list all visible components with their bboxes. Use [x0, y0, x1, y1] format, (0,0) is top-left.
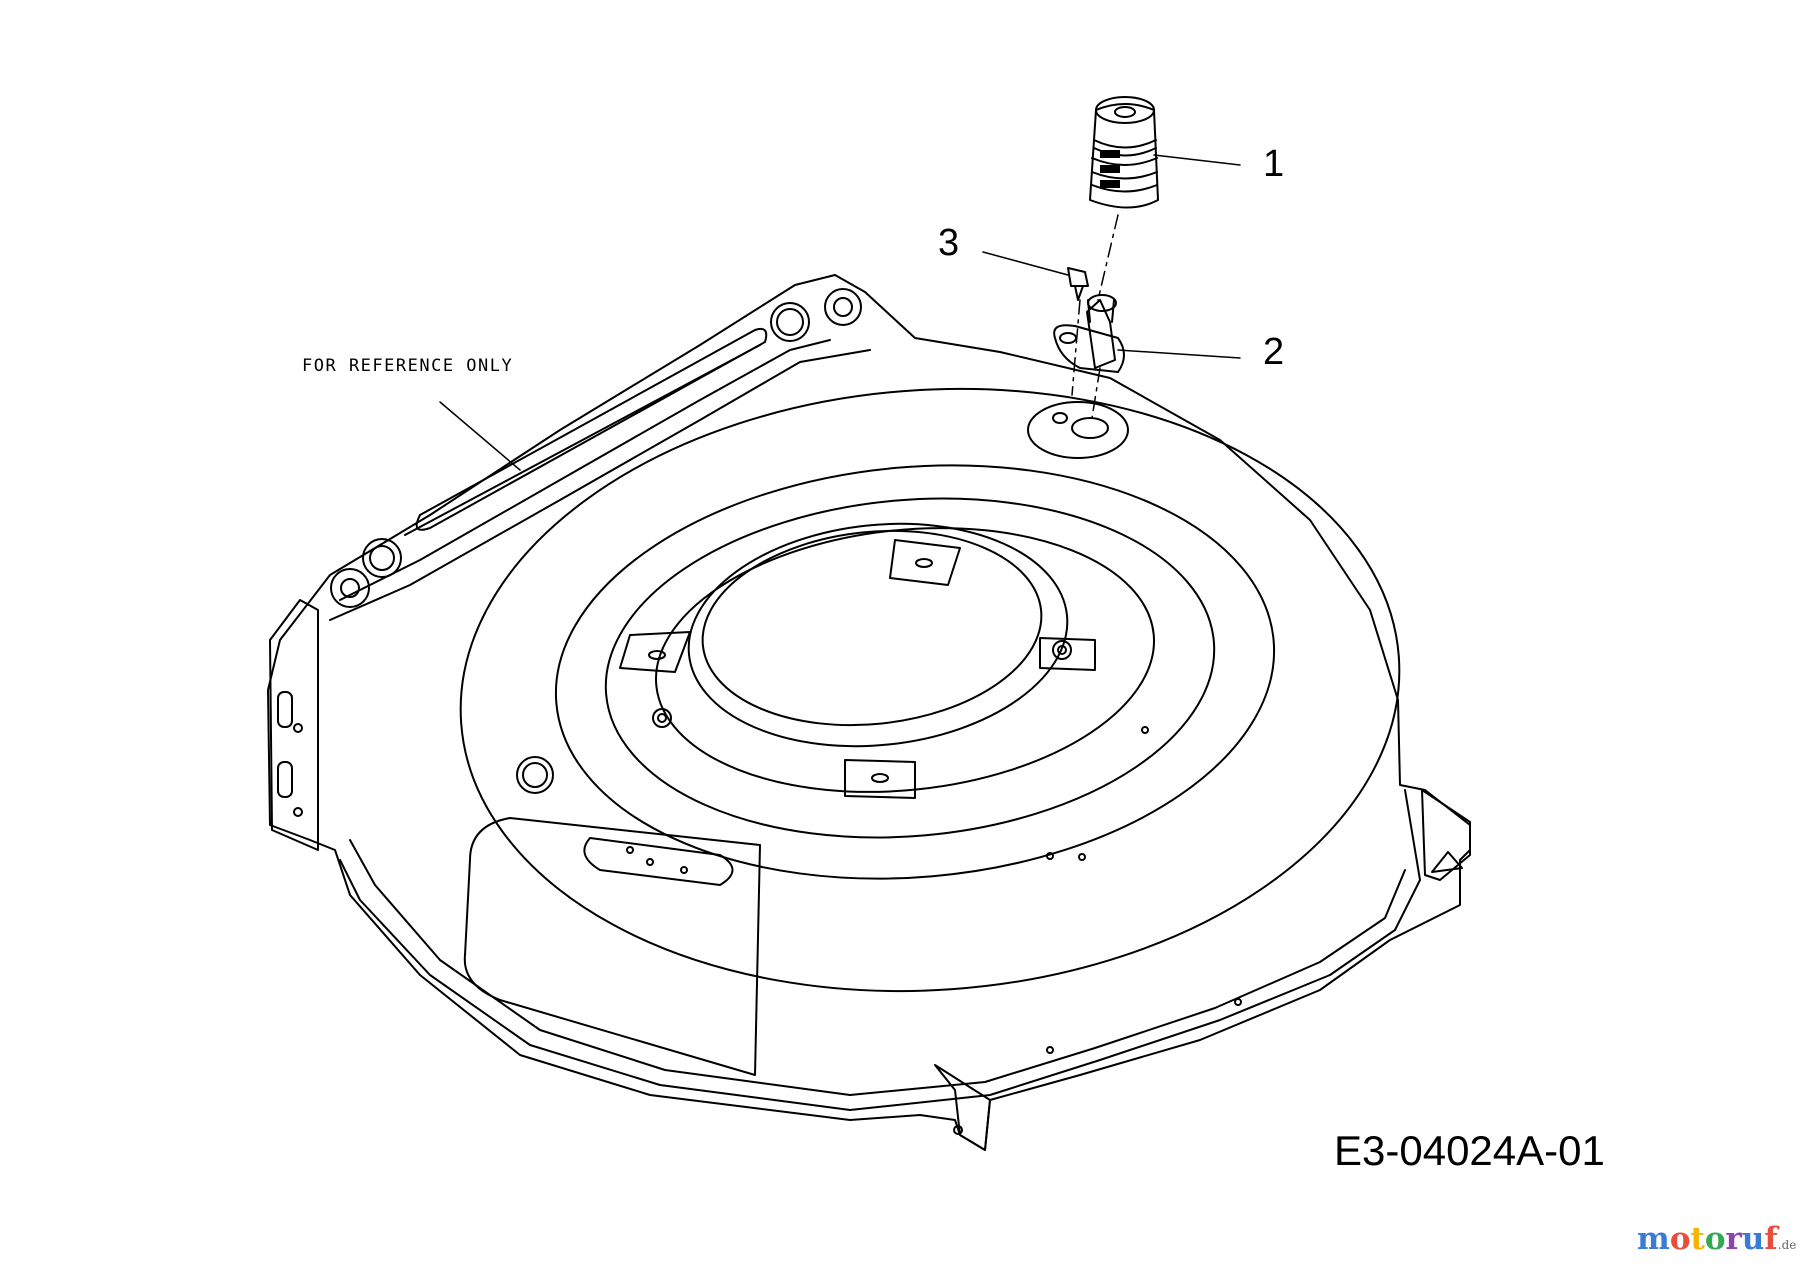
- deck-slot: [404, 327, 768, 536]
- deck-dome-mid: [554, 464, 1276, 880]
- deck-bolt-hole: [330, 568, 370, 608]
- engine-mount-plate: [654, 527, 1156, 793]
- washout-port-boss: [1027, 401, 1129, 459]
- hose-adapter-cap: [1089, 96, 1159, 209]
- front-recess: [463, 817, 761, 1076]
- watermark-name: motoruf: [1637, 1221, 1778, 1257]
- discharge-bracket: [934, 1064, 991, 1151]
- diagram-code: E3-04024A-01: [1334, 1127, 1605, 1174]
- right-wheel-bracket: [1421, 789, 1471, 881]
- deck-rim: [339, 789, 1421, 1111]
- mounting-screw: [1067, 267, 1089, 301]
- leader-lines: [439, 154, 1241, 471]
- mount-tab-left: [619, 631, 691, 728]
- mount-tab-top: [889, 539, 961, 586]
- watermark-logo: motoruf.de: [1637, 1221, 1796, 1257]
- watermark-tld: .de: [1777, 1238, 1797, 1252]
- deck-bolt-hole: [770, 302, 810, 342]
- reference-note: FOR REFERENCE ONLY: [302, 356, 514, 376]
- left-wheel-bracket: [269, 599, 319, 851]
- deck-bolt-hole: [516, 756, 554, 794]
- mount-tab-right: [1039, 637, 1096, 671]
- callout-number: 1: [1263, 143, 1285, 185]
- mower-deck: [267, 274, 1471, 1151]
- deck-dome-outer: [459, 387, 1401, 993]
- mount-tab-bottom: [844, 759, 916, 799]
- callout-number: 3: [938, 222, 960, 264]
- spindle-opening: [687, 522, 1069, 748]
- deck-outline: [267, 274, 1471, 1151]
- callout-number: 2: [1263, 331, 1285, 373]
- deck-bolt-hole: [824, 288, 862, 326]
- washout-fitting: [1053, 294, 1125, 373]
- deck-bolt-hole: [362, 538, 402, 578]
